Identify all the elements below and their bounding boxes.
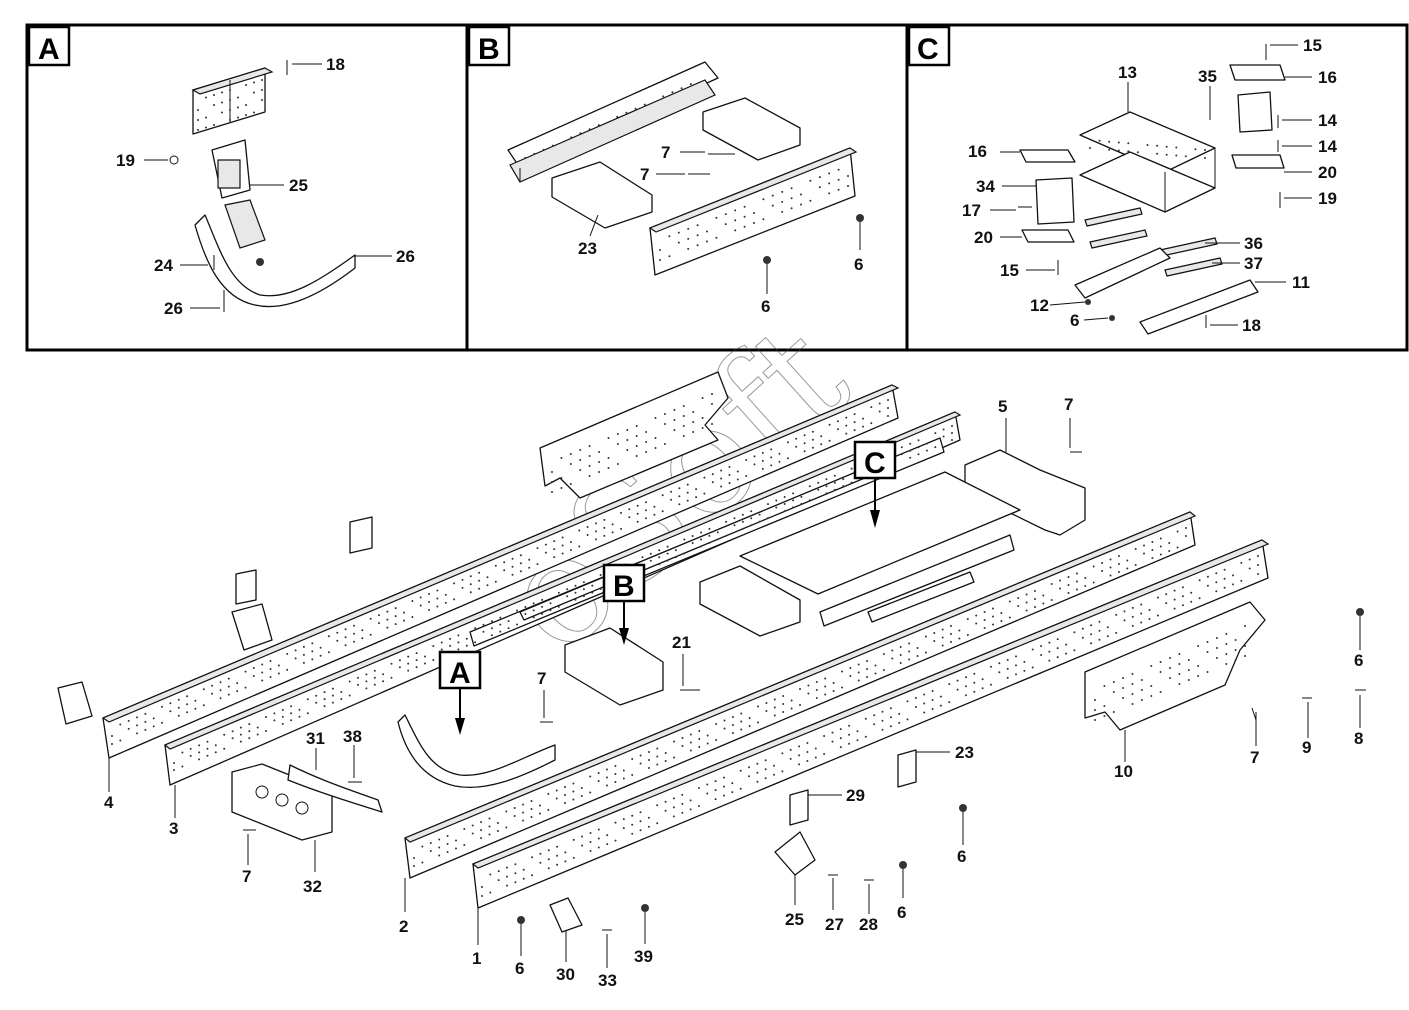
rivet-holes [1094,625,1246,721]
callout-b-23: 23 [578,239,597,258]
callout-c-17: 17 [962,201,981,220]
callout-23: 23 [955,743,974,762]
callout-c-18: 18 [1242,316,1261,335]
panel-a-label: A [38,33,60,66]
callout-3: 3 [169,819,178,838]
callout-8: 8 [1354,729,1363,748]
callout-6-bottom: 6 [515,959,524,978]
rivet-holes [551,393,713,493]
callout-c-15-bottom: 15 [1000,261,1019,280]
panel-b-label: B [478,33,500,66]
callout-c-12: 12 [1030,296,1049,315]
callout-b-7-mid: 7 [640,165,649,184]
callout-25: 25 [785,910,804,929]
callout-7-right: 7 [1250,748,1259,767]
panel-a-parts: 18 19 25 24 26 26 [116,55,415,318]
callout-21: 21 [672,633,691,652]
callout-6-lower: 6 [897,903,906,922]
main-assembly: 5 7 21 7 6 8 9 7 10 23 29 6 4 3 31 38 7 … [57,371,1366,990]
callout-a-19: 19 [116,151,135,170]
rivet-holes [524,83,692,159]
callout-a-18: 18 [326,55,345,74]
callout-9: 9 [1302,738,1311,757]
marker-b-label: B [613,570,635,603]
rivet-holes [413,527,1187,867]
marker-c-label: C [864,447,886,480]
callout-a-24: 24 [154,256,173,275]
callout-c-36: 36 [1244,234,1263,253]
rivet-holes [481,555,1259,897]
callout-a-26-right: 26 [396,247,415,266]
callout-33: 33 [598,971,617,990]
rivet-holes [197,79,263,131]
panel-b-parts: 7 7 23 6 6 [507,61,864,316]
callout-32: 32 [303,877,322,896]
callout-4: 4 [104,793,114,812]
callout-10: 10 [1114,762,1133,781]
callout-c-37: 37 [1244,254,1263,273]
panel-c: C [905,23,1409,352]
gusset-plate-top [539,371,729,499]
callout-c-14-mid: 14 [1318,137,1337,156]
callout-c-6: 6 [1070,311,1079,330]
crossmember-b [564,627,664,706]
callout-5: 5 [998,397,1007,416]
marker-a: A [438,650,482,735]
callout-c-35: 35 [1198,67,1217,86]
callout-a-26-bottom: 26 [164,299,183,318]
marker-a-label: A [449,657,471,690]
rivet-holes [173,425,953,771]
callout-29: 29 [846,786,865,805]
callout-c-19: 19 [1318,189,1337,208]
callout-c-13: 13 [1118,63,1137,82]
callout-c-20-right: 20 [1318,163,1337,182]
callout-39: 39 [634,947,653,966]
callout-b-7-top: 7 [661,143,670,162]
callout-c-34: 34 [976,177,995,196]
callout-31: 31 [306,729,325,748]
callout-7-left: 7 [242,867,251,886]
callout-c-14-top: 14 [1318,111,1337,130]
panel-c-parts: 15 13 35 16 14 16 14 20 34 19 17 20 36 1… [962,36,1337,335]
callout-2: 2 [399,917,408,936]
rivet-holes [659,168,849,261]
callout-c-11: 11 [1292,273,1310,292]
marker-c: C [853,440,897,528]
callout-38: 38 [343,727,362,746]
gusset-10 [1084,601,1266,731]
callout-b-6-right: 6 [854,255,863,274]
callout-b-6-bottom: 6 [761,297,770,316]
callout-28: 28 [859,915,878,934]
rivet-holes [111,399,889,745]
callout-27: 27 [825,915,844,934]
callout-a-25: 25 [289,176,308,195]
callout-c-15-top: 15 [1303,36,1322,55]
marker-b: B [602,563,646,645]
callout-c-16-top: 16 [1318,68,1337,87]
callout-30: 30 [556,965,575,984]
callout-7-top: 7 [1064,395,1073,414]
callout-c-20-left: 20 [974,228,993,247]
callout-1: 1 [472,949,481,968]
callout-6-mid: 6 [957,847,966,866]
panel-c-label: C [917,33,939,66]
callout-6-right: 6 [1354,651,1363,670]
callout-7-mid: 7 [537,669,546,688]
callout-c-16-left: 16 [968,142,987,161]
rivet-holes [1089,139,1206,159]
